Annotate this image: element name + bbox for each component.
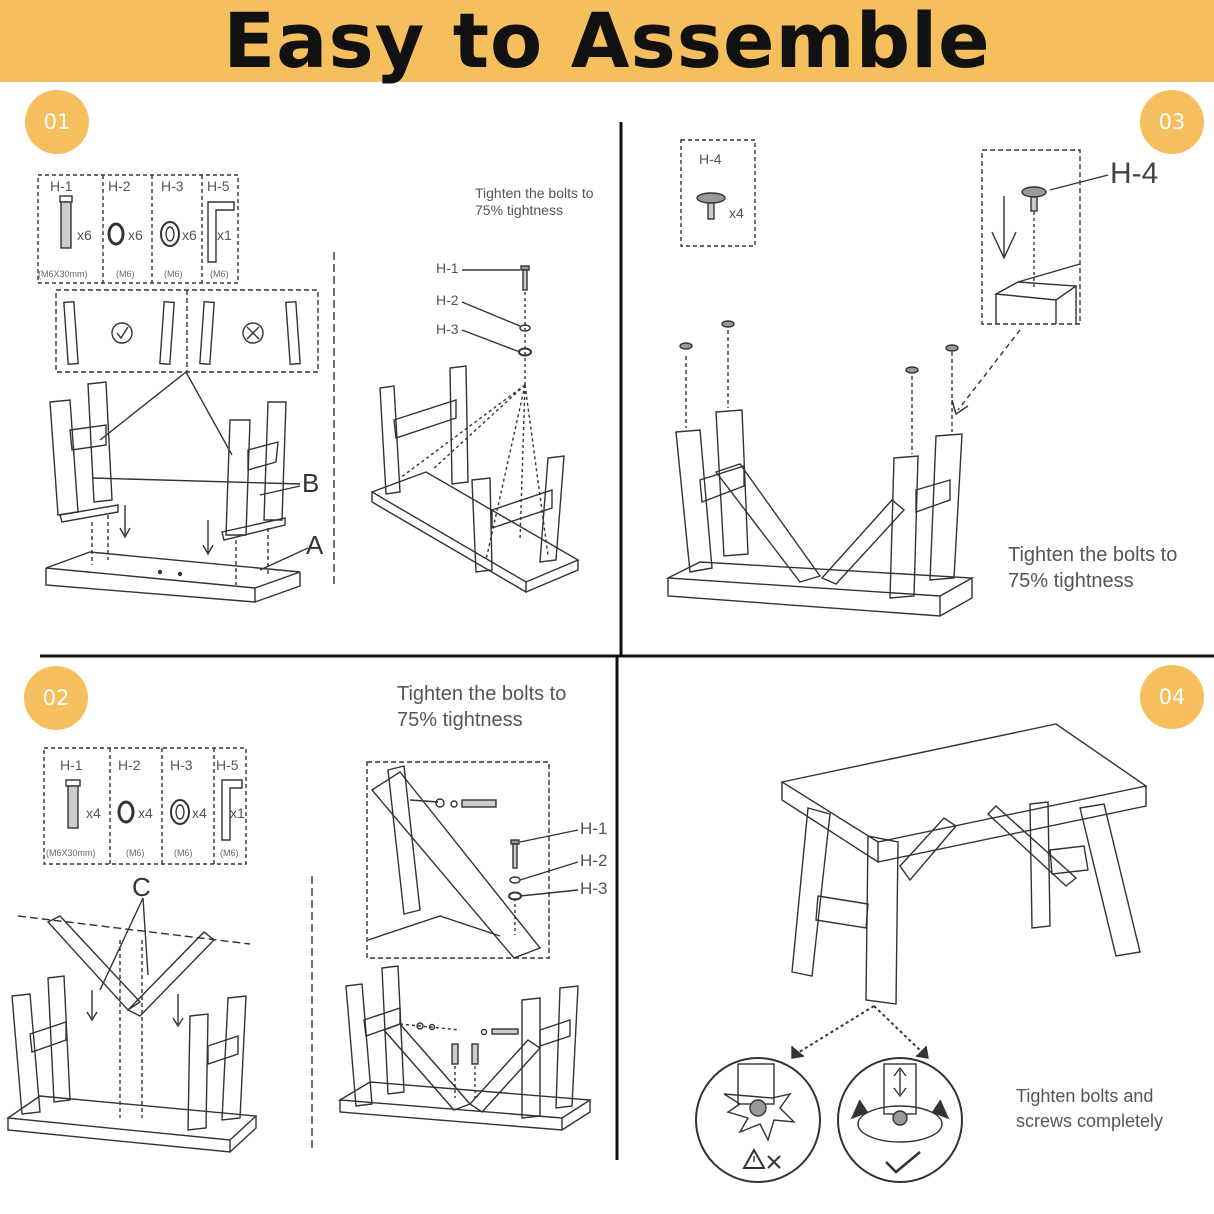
bolt-icon (65, 779, 81, 829)
flat-washer-icon (160, 221, 180, 247)
step3-callout-h4: H-4 (1110, 157, 1159, 190)
step1-left-legs (49, 381, 119, 523)
step4-instruction: Tighten bolts and (1016, 1086, 1154, 1106)
step1-flipped-assembly (370, 265, 580, 594)
step3-hardware-qty: x4 (729, 205, 744, 221)
step3-arrow (957, 329, 1021, 411)
lock-washer-icon (117, 800, 135, 824)
step2-hardware-code: H-5 (216, 757, 239, 773)
check-icon (885, 1151, 921, 1174)
cross-icon (767, 1155, 781, 1169)
hex-key-icon (221, 779, 243, 841)
step3-hardware-box (680, 139, 756, 247)
step4-instruction: screws completely (1016, 1111, 1164, 1131)
step-1-badge: 01 (25, 90, 89, 154)
step1-callout-h2: H-2 (436, 292, 459, 308)
step1-hardware-code: H-3 (161, 178, 184, 194)
step1-callout-h1: H-1 (436, 260, 459, 276)
step1-hardware-qty: x1 (217, 227, 232, 243)
step1-hardware-spec: (M6) (116, 269, 135, 279)
step2-detail-box (366, 761, 579, 959)
step-3-badge: 03 (1140, 90, 1204, 154)
step1-seat-board (45, 551, 301, 603)
step2-hardware-qty: x1 (230, 805, 245, 821)
step2-hardware-spec: (M6) (174, 848, 193, 858)
step1-hardware-qty: x6 (77, 227, 92, 243)
step2-callout-h1: H-1 (580, 819, 608, 838)
bolt-icon (59, 195, 73, 249)
step1-instruction: Tighten the bolts to (475, 185, 594, 201)
part-label-a: A (306, 530, 324, 560)
step2-hardware-spec: (M6X30mm) (46, 848, 96, 858)
step1-hardware-qty: x6 (128, 227, 143, 243)
step4-wrong-detail (695, 1057, 821, 1183)
step2-hardware-code: H-3 (170, 757, 193, 773)
assembly-illustrations (6, 122, 1214, 1183)
title-banner (0, 0, 1214, 82)
step3-bench (665, 320, 975, 617)
step3-detail-box (981, 149, 1109, 325)
step-4-badge: 04 (1140, 665, 1204, 729)
step1-hardware-code: H-5 (207, 178, 230, 194)
step3-instruction: 75% tightness (1008, 570, 1134, 592)
step2-hardware-spec: (M6) (220, 848, 239, 858)
step4-bench (780, 723, 1148, 1005)
flat-washer-icon (170, 799, 190, 825)
step1-callout-h3: H-3 (436, 321, 459, 337)
step3-hardware-code: H-4 (699, 151, 722, 167)
step2-callout-h2: H-2 (580, 851, 608, 870)
step1-hardware-code: H-1 (50, 178, 73, 194)
step2-hardware-qty: x4 (138, 805, 153, 821)
hex-key-icon (207, 201, 235, 263)
step2-hardware-code: H-1 (60, 757, 83, 773)
warning-icon (742, 1147, 766, 1169)
step1-hardware-spec: (M6) (210, 269, 229, 279)
part-label-b: B (302, 468, 320, 498)
step2-hardware-code: H-2 (118, 757, 141, 773)
step1-hardware-spec: (M6) (164, 269, 183, 279)
lock-washer-icon (107, 222, 125, 246)
step3-instruction: Tighten the bolts to (1008, 544, 1178, 566)
step2-callout-h3: H-3 (580, 879, 608, 898)
step2-hardware-qty: x4 (86, 805, 101, 821)
step1-hardware-code: H-2 (108, 178, 131, 194)
step1-orientation-box (55, 289, 319, 373)
step2-flipped-assembly (337, 965, 593, 1131)
step2-brace-assembly (6, 897, 258, 1153)
step2-hardware-qty: x4 (192, 805, 207, 821)
step1-instruction: 75% tightness (475, 202, 563, 218)
page-title: Easy to Assemble (223, 0, 991, 85)
step2-instruction: 75% tightness (397, 709, 523, 731)
step-2-badge: 02 (24, 666, 88, 730)
step1-right-legs (221, 401, 287, 541)
step4-right-detail (837, 1057, 963, 1183)
part-label-c: C (132, 872, 151, 902)
step4-arrows (791, 1005, 929, 1059)
step2-instruction: Tighten the bolts to (397, 683, 567, 705)
step1-leader-lines (91, 371, 309, 585)
step2-hardware-box (43, 747, 247, 865)
step1-hardware-box (37, 174, 239, 284)
step1-hardware-qty: x6 (182, 227, 197, 243)
step2-hardware-spec: (M6) (126, 848, 145, 858)
step1-hardware-spec: (M6X30mm) (38, 269, 88, 279)
foot-pad-icon (696, 192, 726, 220)
